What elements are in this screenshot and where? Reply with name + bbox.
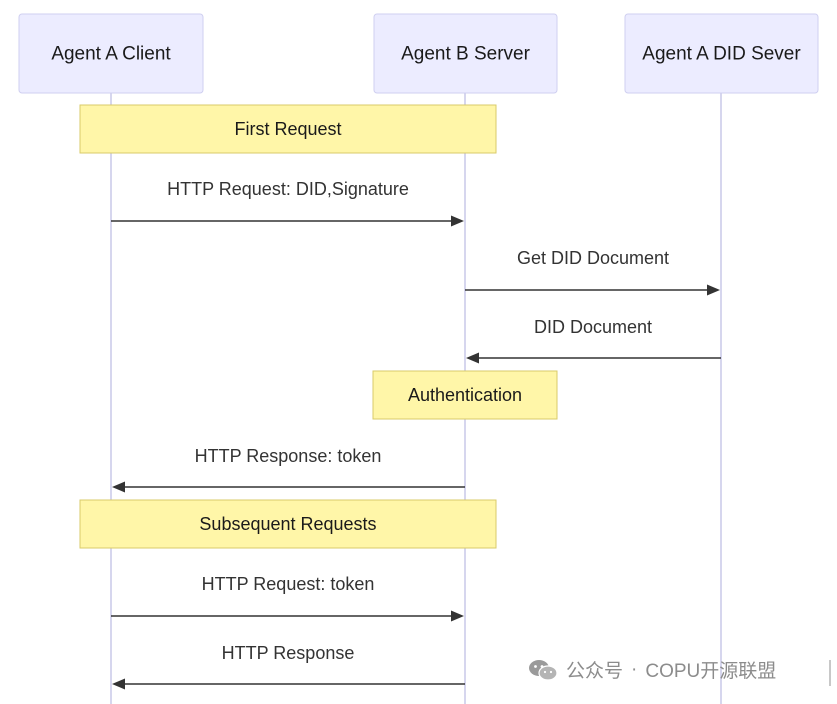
- arrowhead-icon: [451, 215, 464, 227]
- watermark-source: 公众号: [566, 661, 624, 682]
- actor-agent-a-did-sever: Agent A DID Sever: [624, 13, 819, 94]
- wechat-icon: [529, 659, 558, 681]
- note-box: [79, 499, 497, 549]
- message-label: HTTP Request: DID,Signature: [167, 179, 409, 199]
- message-label: HTTP Request: token: [202, 574, 375, 594]
- note-label: Subsequent Requests: [199, 514, 376, 534]
- actor-agent-b-server: Agent B Server: [373, 13, 558, 94]
- edge-divider: [829, 660, 831, 686]
- message-get-did-document: Get DID Document: [465, 248, 720, 296]
- watermark: 公众号 · COPU开源联盟: [528, 656, 776, 683]
- arrowhead-icon: [466, 352, 479, 364]
- message-http-response-token: HTTP Response: token: [112, 446, 465, 493]
- note-box: [372, 370, 558, 420]
- actor-label: Agent A Client: [51, 44, 171, 65]
- message-http-request-did-signature: HTTP Request: DID,Signature: [111, 179, 464, 227]
- note-label: First Request: [234, 119, 341, 139]
- note-authentication: Authentication: [372, 370, 558, 420]
- message-did-document: DID Document: [466, 317, 721, 364]
- watermark-account: COPU开源联盟: [645, 661, 777, 682]
- message-label: HTTP Response: token: [195, 446, 382, 466]
- actor-agent-a-client: Agent A Client: [18, 13, 204, 94]
- actor-box: [18, 13, 204, 94]
- actor-box: [373, 13, 558, 94]
- note-label: Authentication: [408, 385, 522, 405]
- message-http-request-token: HTTP Request: token: [111, 574, 464, 622]
- note-first-request: First Request: [79, 104, 497, 154]
- arrowhead-icon: [451, 610, 464, 622]
- message-http-response: HTTP Response: [112, 643, 465, 690]
- actor-label: Agent A DID Sever: [642, 44, 801, 65]
- arrowhead-icon: [112, 678, 125, 690]
- note-subsequent-requests: Subsequent Requests: [79, 499, 497, 549]
- arrowhead-icon: [707, 284, 720, 296]
- message-label: HTTP Response: [222, 643, 355, 663]
- message-label: Get DID Document: [517, 248, 669, 268]
- arrowhead-icon: [112, 481, 125, 493]
- watermark-separator: ·: [631, 658, 638, 680]
- actor-label: Agent B Server: [401, 44, 531, 65]
- message-label: DID Document: [534, 317, 652, 337]
- note-box: [79, 104, 497, 154]
- actor-box: [624, 13, 819, 94]
